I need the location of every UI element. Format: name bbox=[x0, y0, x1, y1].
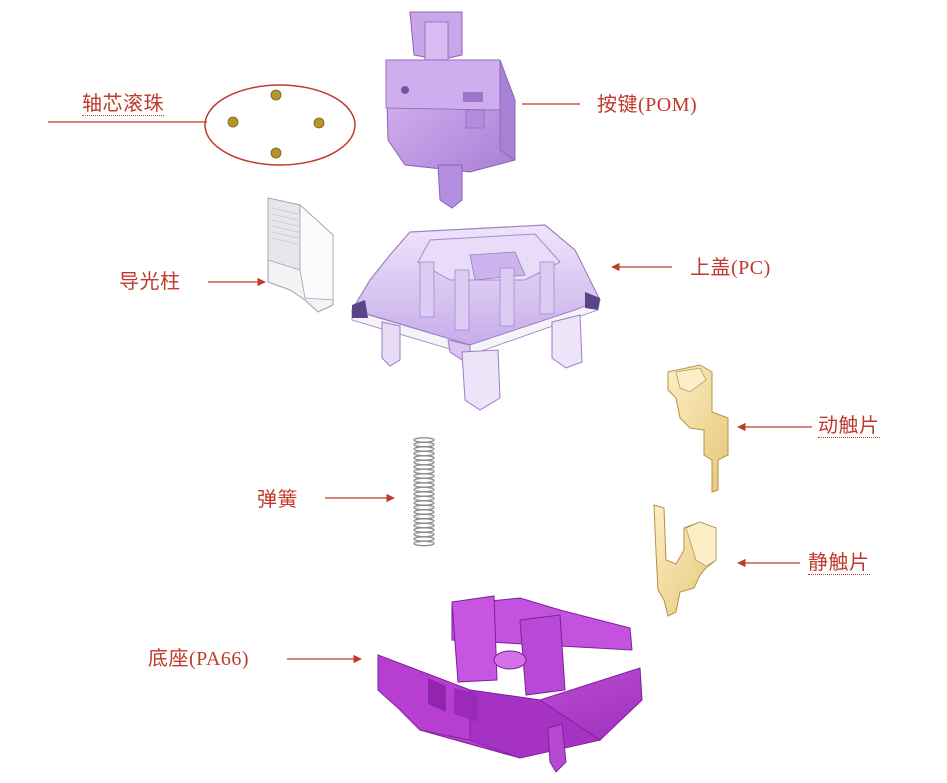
label-top-housing: 上盖(PC) bbox=[690, 257, 771, 279]
stem-part bbox=[385, 11, 580, 209]
spring-coil bbox=[413, 531, 435, 538]
light-pipe-part bbox=[208, 197, 334, 313]
spring-coil bbox=[413, 504, 435, 511]
spring-coil bbox=[413, 450, 435, 457]
static-contact-part bbox=[653, 504, 800, 617]
ball-right bbox=[313, 117, 325, 129]
ball-bottom bbox=[270, 147, 282, 159]
ball-top bbox=[270, 89, 282, 101]
spring-coil bbox=[413, 464, 435, 470]
spring-coil bbox=[413, 495, 435, 502]
spring-coil bbox=[413, 473, 435, 479]
spring-coil bbox=[413, 518, 435, 524]
spring-coil bbox=[413, 500, 435, 506]
spring-coil bbox=[413, 522, 435, 529]
spring-coil bbox=[413, 513, 435, 520]
label-light-pipe: 导光柱 bbox=[119, 271, 181, 293]
spring-coil bbox=[413, 477, 435, 484]
moving-contact-part bbox=[667, 364, 812, 493]
spring-coil bbox=[413, 482, 435, 488]
bottom-housing-part bbox=[287, 595, 643, 773]
spring-coil bbox=[413, 527, 435, 533]
spring-coil bbox=[413, 491, 435, 497]
ball-left bbox=[227, 116, 239, 128]
spring-coil bbox=[413, 468, 435, 475]
shaft-balls-group bbox=[48, 84, 356, 166]
spring-coil bbox=[413, 459, 435, 466]
spring-coil bbox=[413, 437, 435, 443]
spring-coil bbox=[413, 441, 435, 448]
label-moving-contact: 动触片 bbox=[818, 415, 880, 438]
label-spring: 弹簧 bbox=[257, 489, 298, 511]
spring-coil bbox=[413, 509, 435, 515]
label-static-contact: 静触片 bbox=[808, 552, 870, 575]
spring-coil bbox=[413, 540, 435, 547]
top-housing-part bbox=[351, 224, 672, 411]
spring-coil bbox=[413, 536, 435, 542]
label-stem: 按键(POM) bbox=[597, 94, 698, 116]
label-bottom-housing: 底座(PA66) bbox=[148, 648, 250, 670]
spring-coil bbox=[413, 486, 435, 493]
balls-callout-ellipse bbox=[204, 84, 356, 166]
label-shaft-balls: 轴芯滚珠 bbox=[82, 93, 164, 116]
spring-part bbox=[325, 437, 435, 547]
spring-coil bbox=[413, 455, 435, 461]
spring-coil bbox=[413, 446, 435, 452]
